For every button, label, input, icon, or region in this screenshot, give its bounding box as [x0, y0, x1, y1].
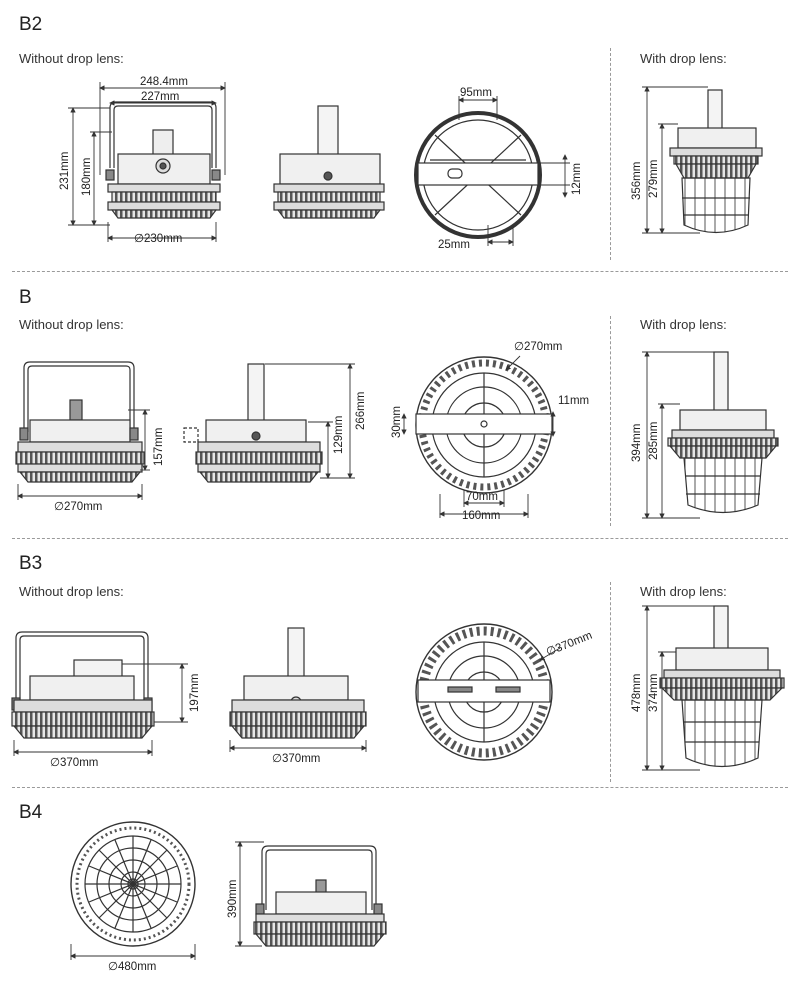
b3-dim-lens-h1: 478mm [631, 674, 643, 712]
subtitle-without-lens-b3: Without drop lens: [19, 584, 124, 599]
b-lens-dims [642, 351, 714, 519]
b2-front-view [105, 101, 221, 219]
b4-dim-h1: 390mm [227, 880, 239, 918]
section-title-b2: B2 [19, 14, 43, 35]
separator-3 [12, 787, 788, 788]
b-top-dims [401, 355, 556, 518]
b3-front-view [11, 631, 155, 739]
b-lens-view [667, 351, 779, 514]
b2-front-dims [68, 82, 226, 242]
b-dim-lens-h1: 394mm [631, 424, 643, 462]
b3-front-dims [13, 663, 188, 756]
b3-lens-view [659, 605, 785, 767]
b-side-dims [265, 363, 355, 479]
b2-dim-h2: 180mm [81, 158, 93, 196]
b2-side-view [273, 105, 385, 219]
b-dim-h1: 157mm [153, 428, 165, 466]
b2-dim-h1: 231mm [59, 152, 71, 190]
b3-top-view [415, 623, 553, 761]
b3-dim-top-dia: ∅370mm [545, 630, 594, 659]
subtitle-with-lens-b: With drop lens: [640, 317, 727, 332]
b-front-dims [17, 409, 150, 500]
b3-dim-dia2: ∅370mm [272, 753, 320, 765]
separator-1 [12, 271, 788, 272]
b3-dim-h1: 197mm [189, 674, 201, 712]
b2-dim-top: 95mm [460, 87, 492, 99]
b-dim-h3: 129mm [333, 416, 345, 454]
b3-side-dims [229, 740, 367, 752]
vseparator-b2 [610, 48, 611, 260]
b-dim-lens-h2: 285mm [648, 422, 660, 460]
b2-dim-lens-h1: 356mm [631, 162, 643, 200]
subtitle-without-lens-b: Without drop lens: [19, 317, 124, 332]
subtitle-with-lens-b2: With drop lens: [640, 51, 727, 66]
b4-dim-dia: ∅480mm [108, 961, 156, 973]
b-dim-top-dia: ∅270mm [514, 341, 562, 353]
b3-side-view [229, 627, 367, 739]
b2-lens-dims [642, 86, 708, 234]
b2-dim-w2: 227mm [141, 91, 179, 103]
b2-dim-dia: ∅230mm [134, 233, 182, 245]
section-title-b: B [19, 287, 32, 308]
b2-lens-view [669, 89, 763, 234]
vseparator-b [610, 316, 611, 526]
section-title-b4: B4 [19, 802, 43, 823]
subtitle-with-lens-b3: With drop lens: [640, 584, 727, 599]
b-front-view [15, 361, 145, 483]
b3-lens-dims [642, 605, 714, 771]
b4-top-view [70, 821, 196, 947]
b-dim-h2: 266mm [355, 392, 367, 430]
b-dim-w2: 160mm [462, 510, 500, 522]
b-dim-side: 11mm [558, 395, 589, 407]
b2-dim-side: 12mm [571, 163, 583, 195]
separator-2 [12, 538, 788, 539]
section-title-b3: B3 [19, 553, 43, 574]
b-dim-left: 30mm [391, 406, 403, 438]
b4-side-dims [235, 841, 264, 947]
b3-top-dims [539, 647, 561, 661]
vseparator-b3 [610, 582, 611, 782]
b2-dim-w1: 248.4mm [140, 76, 188, 88]
b-dim-dia: ∅270mm [54, 501, 102, 513]
b-side-view [183, 363, 323, 483]
b2-top-dims [458, 96, 570, 246]
b4-side-view [253, 845, 387, 947]
b4-top-dims [70, 944, 196, 960]
b3-dim-dia1: ∅370mm [50, 757, 98, 769]
subtitle-without-lens-b2: Without drop lens: [19, 51, 124, 66]
b3-dim-lens-h2: 374mm [648, 674, 660, 712]
b2-dim-lens-h2: 279mm [648, 160, 660, 198]
b2-top-view [414, 111, 542, 239]
b-dim-w1: 70mm [466, 491, 498, 503]
b-top-view [415, 356, 553, 494]
b2-dim-bottom: 25mm [438, 239, 470, 251]
